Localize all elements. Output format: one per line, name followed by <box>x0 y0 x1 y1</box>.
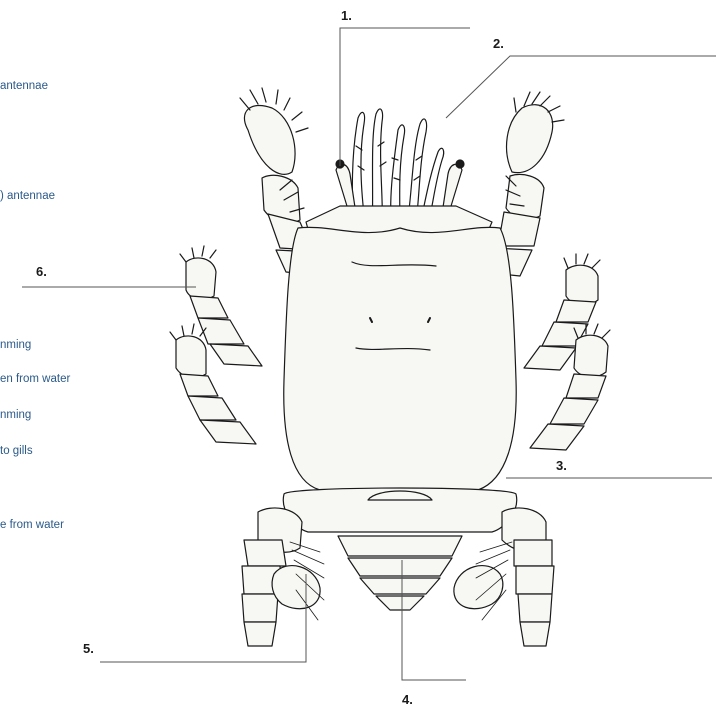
leader-line-1 <box>340 28 470 166</box>
right-walking-legs <box>524 254 610 450</box>
label-5: 5. <box>83 641 94 656</box>
side-text-food-from-water: e from water <box>0 519 64 531</box>
side-text-antennae: antennae <box>0 80 48 92</box>
label-2: 2. <box>493 36 504 51</box>
leader-line-2 <box>446 56 716 118</box>
label-6: 6. <box>36 264 47 279</box>
side-text-swimming-2: nming <box>0 409 31 421</box>
left-walking-legs <box>170 246 262 444</box>
side-text-second-antennae: ) antennae <box>0 190 55 202</box>
carapace <box>284 227 516 490</box>
side-text-to-gills: to gills <box>0 445 33 457</box>
label-4: 4. <box>402 692 413 707</box>
tail <box>338 536 462 610</box>
side-text-swimming-1: nming <box>0 339 31 351</box>
side-text-oxygen-from-water: en from water <box>0 373 70 385</box>
label-1: 1. <box>341 8 352 23</box>
label-3: 3. <box>556 458 567 473</box>
posterior-segment <box>283 488 516 532</box>
